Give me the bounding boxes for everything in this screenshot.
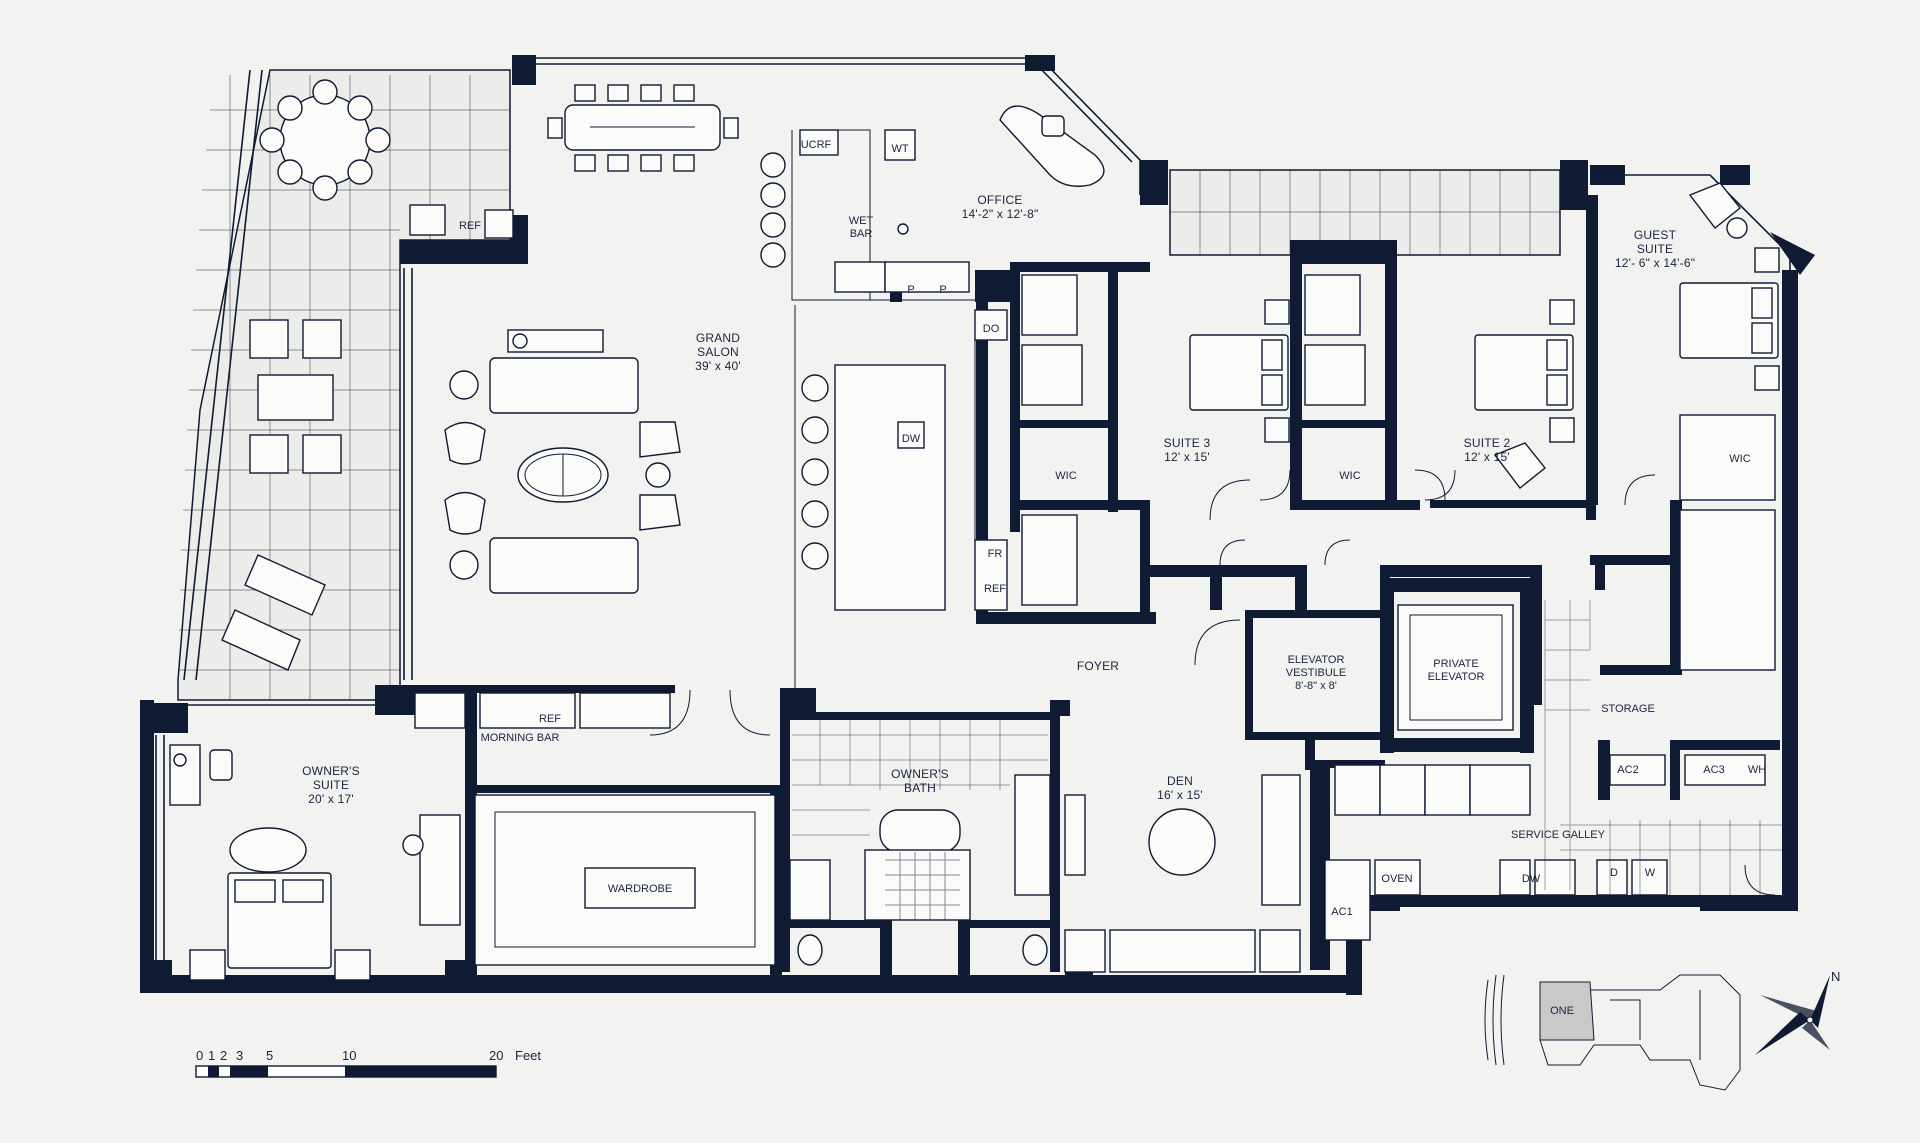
fixture-p2: P: [939, 284, 946, 296]
fixture-ref-terrace: REF: [459, 220, 481, 232]
exterior-walls: [140, 55, 1815, 995]
scale-unit: Feet: [515, 1048, 541, 1063]
fixture-ref-kitchen: REF: [984, 583, 1006, 595]
label-service-galley: SERVICE GALLEY: [1511, 829, 1606, 841]
label-storage: STORAGE: [1601, 703, 1655, 715]
fixture-w: W: [1645, 867, 1656, 879]
fixture-ref-morning: REF: [539, 713, 561, 725]
owners-bath-fixtures: [789, 720, 1051, 966]
grand-salon-furniture: [444, 84, 739, 594]
guest-suite-furniture: [1679, 182, 1780, 671]
scale-tick-20: 20: [489, 1048, 503, 1063]
suite3-furniture: [1021, 274, 1290, 606]
fixture-dw-galley: DW: [1522, 873, 1541, 885]
label-wardrobe: WARDROBE: [608, 883, 672, 895]
key-plan: ONE: [1484, 974, 1741, 1091]
fixture-ac2: AC2: [1617, 764, 1638, 776]
grand-salon-name-2: SALON: [697, 345, 739, 359]
grand-salon-dim: 39' x 40': [695, 359, 741, 373]
scale-bar: 0 1 2 3 5 10 20 Feet: [195, 1048, 541, 1078]
scale-tick-0: 0: [196, 1048, 203, 1063]
terrace-furniture: [221, 79, 514, 671]
scale-tick-1: 1: [208, 1048, 215, 1063]
scale-tick-3: 3: [236, 1048, 243, 1063]
den-furniture: [1064, 774, 1301, 973]
compass-north: N: [1831, 969, 1840, 984]
fixture-wt: WT: [891, 143, 908, 155]
fixture-fr: FR: [988, 548, 1003, 560]
galley-fixtures: [1324, 600, 1790, 941]
fixture-ac3: AC3: [1703, 764, 1724, 776]
suite2-furniture: [1304, 274, 1575, 489]
compass-rose: N: [1755, 969, 1840, 1055]
label-foyer: FOYER: [1077, 659, 1119, 673]
door-swings: [649, 469, 1776, 896]
kitchen-area: [760, 129, 1008, 690]
fixture-wic-s3: WIC: [1055, 470, 1076, 482]
interior-walls: [415, 195, 1780, 980]
fixture-labels: UCRF WT P P DO DW FR REF REF REF WIC WIC…: [459, 139, 1766, 918]
key-plan-unit-label: ONE: [1550, 1005, 1574, 1017]
fixture-dw-island: DW: [902, 433, 921, 445]
office-furniture: [999, 105, 1105, 187]
fixture-ac1: AC1: [1331, 906, 1352, 918]
fixture-do: DO: [983, 323, 1000, 335]
fixture-oven: OVEN: [1381, 873, 1412, 885]
fixture-d: D: [1610, 867, 1618, 879]
grand-salon-name-1: GRAND: [696, 331, 740, 345]
fixture-wic-s2: WIC: [1339, 470, 1360, 482]
fixture-ucrf: UCRF: [801, 139, 832, 151]
fixture-wic-guest: WIC: [1729, 453, 1750, 465]
fixture-p1: P: [907, 284, 914, 296]
label-morning-bar: MORNING BAR: [481, 732, 560, 744]
scale-tick-2: 2: [220, 1048, 227, 1063]
owners-suite-furniture: [169, 692, 776, 981]
scale-tick-5: 5: [266, 1048, 273, 1063]
fixture-wh: WH: [1748, 764, 1766, 776]
scale-tick-10: 10: [342, 1048, 356, 1063]
